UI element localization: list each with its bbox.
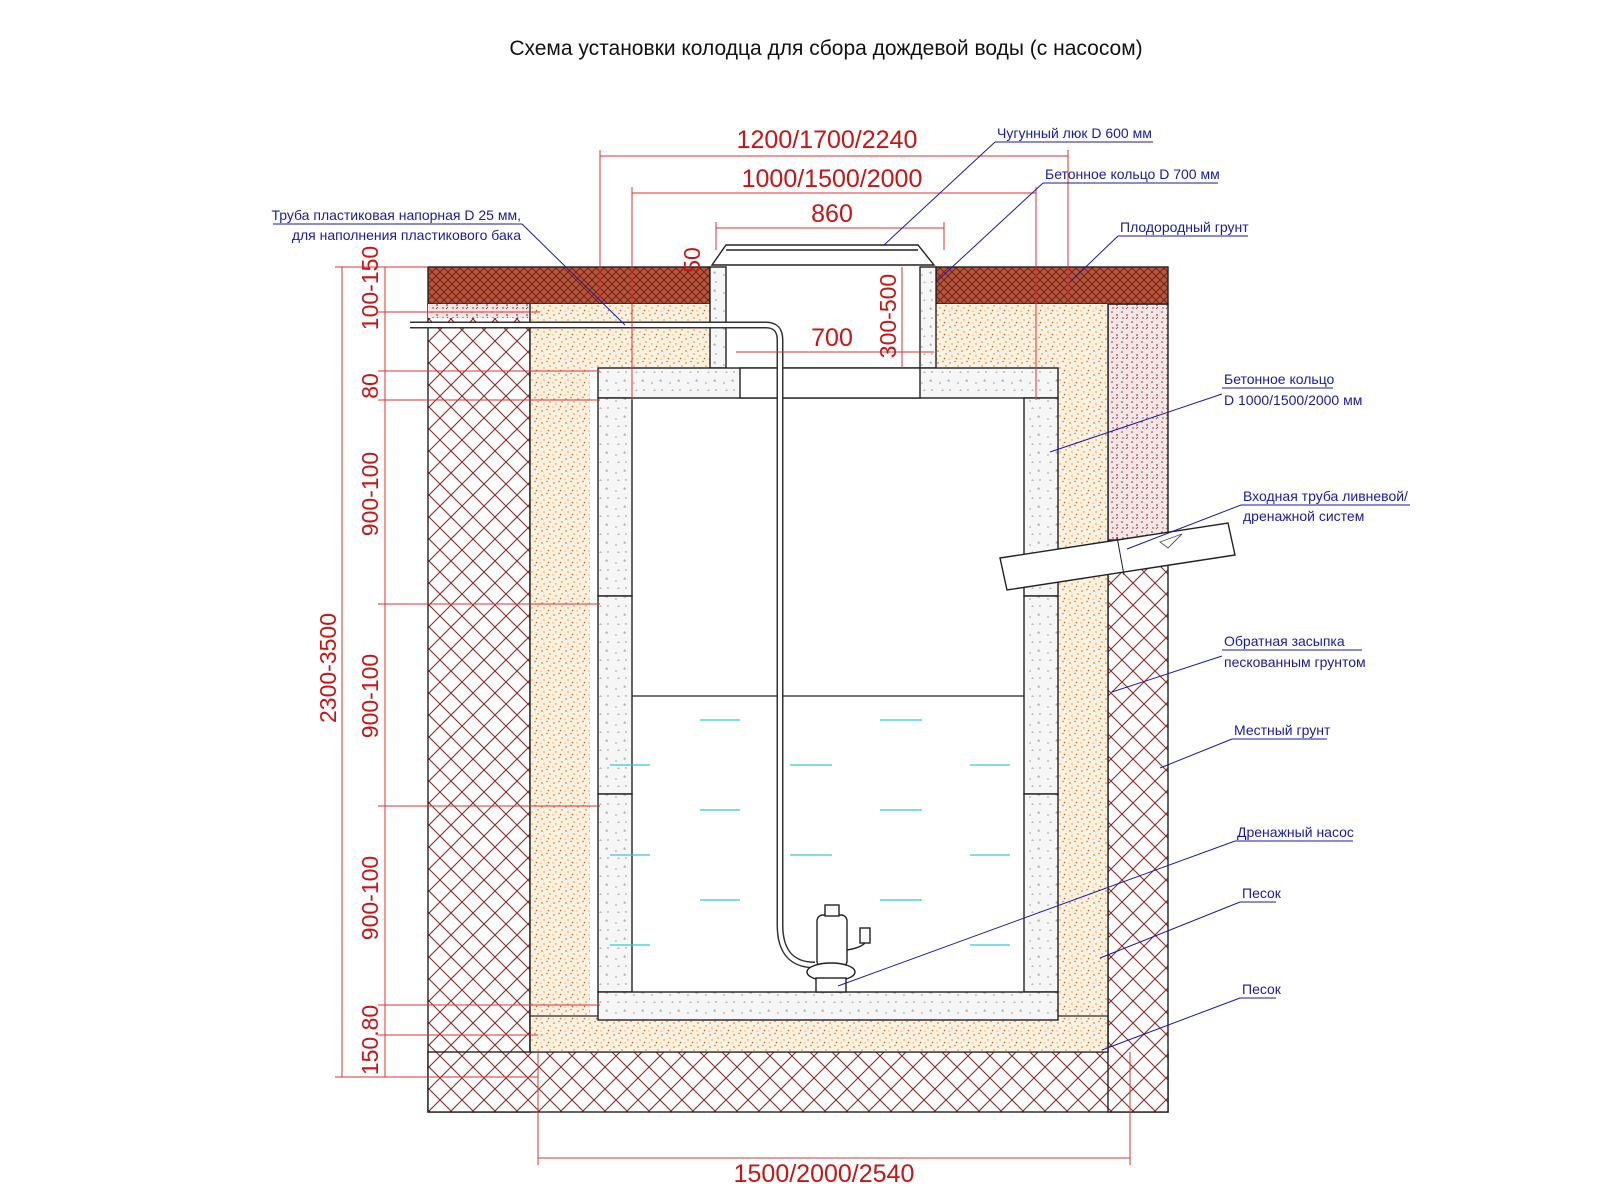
topsoil-fill-strip	[428, 304, 530, 318]
inlet-pipe	[999, 522, 1236, 591]
label-main-ring-line-2: D 1000/1500/2000 мм	[1224, 392, 1362, 408]
sand-bottom-layer	[529, 1015, 1109, 1053]
label-main-ring-line-1: Бетонное кольцо	[1224, 371, 1335, 387]
neck-ring-right-wall	[919, 266, 937, 369]
label-cast-iron-hatch: Чугунный люк D 600 мм	[997, 125, 1152, 141]
label-backfill-line-1: Обратная засыпка	[1224, 633, 1345, 649]
label-backfill-line-2: пескованным грунтом	[1224, 654, 1366, 670]
dim-manhole-width: 860	[811, 200, 853, 228]
local-soil-right-lower	[1107, 539, 1169, 1113]
cover-slab-opening	[739, 367, 921, 399]
label-drainage-pump: Дренажный насос	[1237, 824, 1354, 840]
callout-leaders	[273, 141, 1410, 1051]
page-title: Схема установки колодца для сбора дождев…	[509, 37, 1142, 60]
sand-backfill-top-left	[590, 304, 720, 368]
cast-iron-hatch	[710, 244, 936, 266]
label-sand-side: Песок	[1242, 885, 1282, 901]
dim-neck-height: 300-500	[875, 274, 901, 358]
topsoil-layer-right	[935, 266, 1169, 305]
ring-wall-right-2	[1023, 595, 1059, 795]
dim-ring-width: 1000/1500/2000	[742, 165, 923, 193]
label-inlet-line-2: дренажной систем	[1243, 508, 1364, 524]
dim-topsoil-depth: 100-150	[357, 246, 383, 330]
ring-wall-left-1	[597, 397, 633, 597]
dim-bottom-layers: 150.80	[357, 1005, 383, 1075]
dim-outer-width: 1200/1700/2240	[737, 126, 918, 154]
ring-wall-right-3	[1023, 793, 1059, 993]
neck-ring-left-wall	[709, 266, 727, 369]
dim-lid-height: 50	[679, 247, 705, 273]
label-pipe-line-1: Труба пластиковая напорная D 25 мм,	[271, 207, 521, 223]
water-marks	[610, 719, 1010, 946]
label-neck-ring: Бетонное кольцо D 700 мм	[1045, 166, 1220, 182]
dim-ring-2: 900-100	[357, 654, 383, 738]
local-soil-left	[427, 303, 531, 1113]
dim-neck-width: 700	[811, 324, 853, 352]
local-soil-bottom	[427, 1051, 1169, 1113]
dimension-lines	[335, 150, 1131, 1165]
label-inlet-line-1: Входная труба ливневой/	[1243, 488, 1408, 504]
ring-wall-left-2	[597, 595, 633, 795]
sand-backfill-right	[1050, 304, 1108, 1016]
label-topsoil: Плодородный грунт	[1120, 219, 1249, 235]
dim-ring-3: 900-100	[357, 856, 383, 940]
bottom-slab	[597, 991, 1059, 1021]
dim-pit-width: 1500/2000/2540	[734, 1160, 915, 1188]
topsoil-layer-left	[427, 266, 711, 305]
label-sand-bottom: Песок	[1242, 981, 1282, 997]
sand-backfill-top-right	[928, 304, 1050, 368]
drainage-pump	[806, 904, 871, 993]
label-pipe-line-2: для наполнения пластикового бака	[292, 227, 521, 243]
label-local-soil: Местный грунт	[1234, 722, 1331, 738]
dim-slab-top: 80	[357, 373, 383, 399]
ring-wall-left-3	[597, 793, 633, 993]
dim-ring-1: 900-100	[357, 452, 383, 536]
dim-total-depth: 2300-3500	[315, 613, 341, 723]
sand-backfill-left	[530, 304, 590, 1016]
